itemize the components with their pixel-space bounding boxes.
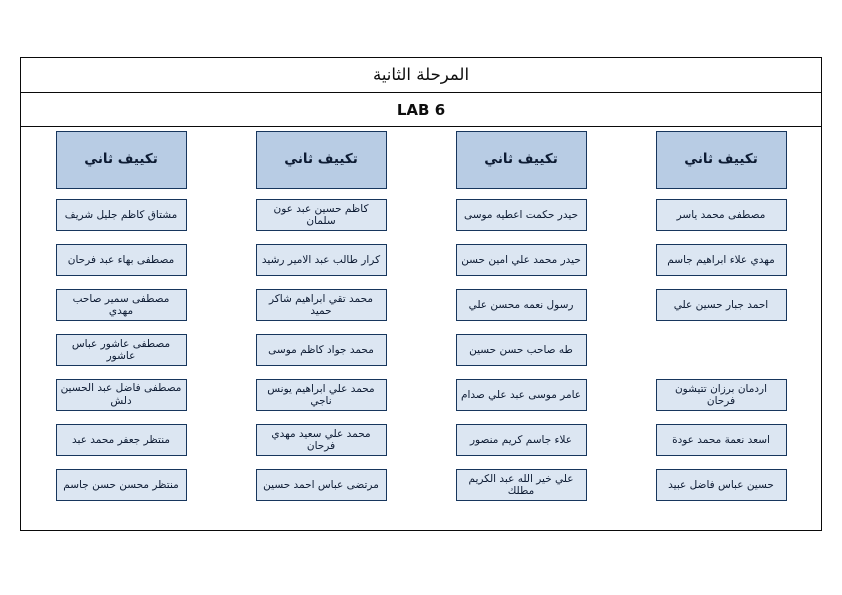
student-cell[interactable]: محمد علي ابراهيم يونس ناجي xyxy=(255,379,387,411)
student-cell[interactable]: علي خير الله عبد الكريم مطلك xyxy=(455,469,587,501)
student-cell[interactable]: طه صاحب حسن حسين xyxy=(455,334,587,366)
student-cell[interactable]: محمد تقي ابراهيم شاكر حميد xyxy=(255,289,387,321)
student-cell[interactable]: مصطفى محمد ياسر xyxy=(655,199,787,231)
student-cell[interactable]: مصطفى سمير صاحب مهدي xyxy=(55,289,187,321)
column-header-4: تكييف ثاني xyxy=(655,131,787,189)
student-cell[interactable]: حسين عباس فاضل عبيد xyxy=(655,469,787,501)
student-cell[interactable]: مشتاق كاظم جليل شريف xyxy=(55,199,187,231)
roster-column-2: تكييف ثاني كاظم حسين عبد عون سلمان كرار … xyxy=(221,127,421,530)
student-cell[interactable]: اسعد نعمة محمد عودة xyxy=(655,424,787,456)
lab-subtitle-row: LAB 6 xyxy=(21,93,821,127)
student-cell[interactable]: حيدر حكمت اعطيه موسى xyxy=(455,199,587,231)
student-cell[interactable]: مصطفى فاضل عبد الحسين دلش xyxy=(55,379,187,411)
student-cell[interactable]: احمد جبار حسين علي xyxy=(655,289,787,321)
page-title: المرحلة الثانية xyxy=(372,64,470,84)
student-cell[interactable]: مرتضى عباس احمد حسين xyxy=(255,469,387,501)
student-cell[interactable]: كرار طالب عبد الامير رشيد xyxy=(255,244,387,276)
lab-label: LAB 6 xyxy=(396,100,446,119)
student-cell[interactable]: رسول نعمه محسن علي xyxy=(455,289,587,321)
student-cell[interactable]: مصطفى بهاء عبد فرحان xyxy=(55,244,187,276)
student-cell[interactable]: محمد جواد كاظم موسى xyxy=(255,334,387,366)
student-cell[interactable]: حيدر محمد علي امين حسن xyxy=(455,244,587,276)
column-header-3: تكييف ثاني xyxy=(455,131,587,189)
student-cell[interactable]: منتظر جعفر محمد عبد xyxy=(55,424,187,456)
student-cell[interactable]: كاظم حسين عبد عون سلمان xyxy=(255,199,387,231)
student-cell[interactable]: اردمان برزان تتيشون فرحان xyxy=(655,379,787,411)
roster-column-4: تكييف ثاني مصطفى محمد ياسر مهدي علاء ابر… xyxy=(621,127,821,530)
student-cell[interactable]: منتظر محسن حسن جاسم xyxy=(55,469,187,501)
student-cell[interactable]: مهدي علاء ابراهيم جاسم xyxy=(655,244,787,276)
roster-column-3: تكييف ثاني حيدر حكمت اعطيه موسى حيدر محم… xyxy=(421,127,621,530)
student-roster-table: المرحلة الثانية LAB 6 تكييف ثاني مشتاق ك… xyxy=(20,57,822,531)
document-title-row: المرحلة الثانية xyxy=(21,58,821,93)
column-header-2: تكييف ثاني xyxy=(255,131,387,189)
student-cell[interactable]: محمد علي سعيد مهدي فرحان xyxy=(255,424,387,456)
student-cell-empty xyxy=(656,334,787,366)
student-cell[interactable]: عامر موسى عبد علي صدام xyxy=(455,379,587,411)
student-cell[interactable]: علاء جاسم كريم منصور xyxy=(455,424,587,456)
roster-columns: تكييف ثاني مشتاق كاظم جليل شريف مصطفى به… xyxy=(21,127,821,530)
roster-column-1: تكييف ثاني مشتاق كاظم جليل شريف مصطفى به… xyxy=(21,127,221,530)
student-cell[interactable]: مصطفى عاشور عباس عاشور xyxy=(55,334,187,366)
column-header-1: تكييف ثاني xyxy=(55,131,187,189)
